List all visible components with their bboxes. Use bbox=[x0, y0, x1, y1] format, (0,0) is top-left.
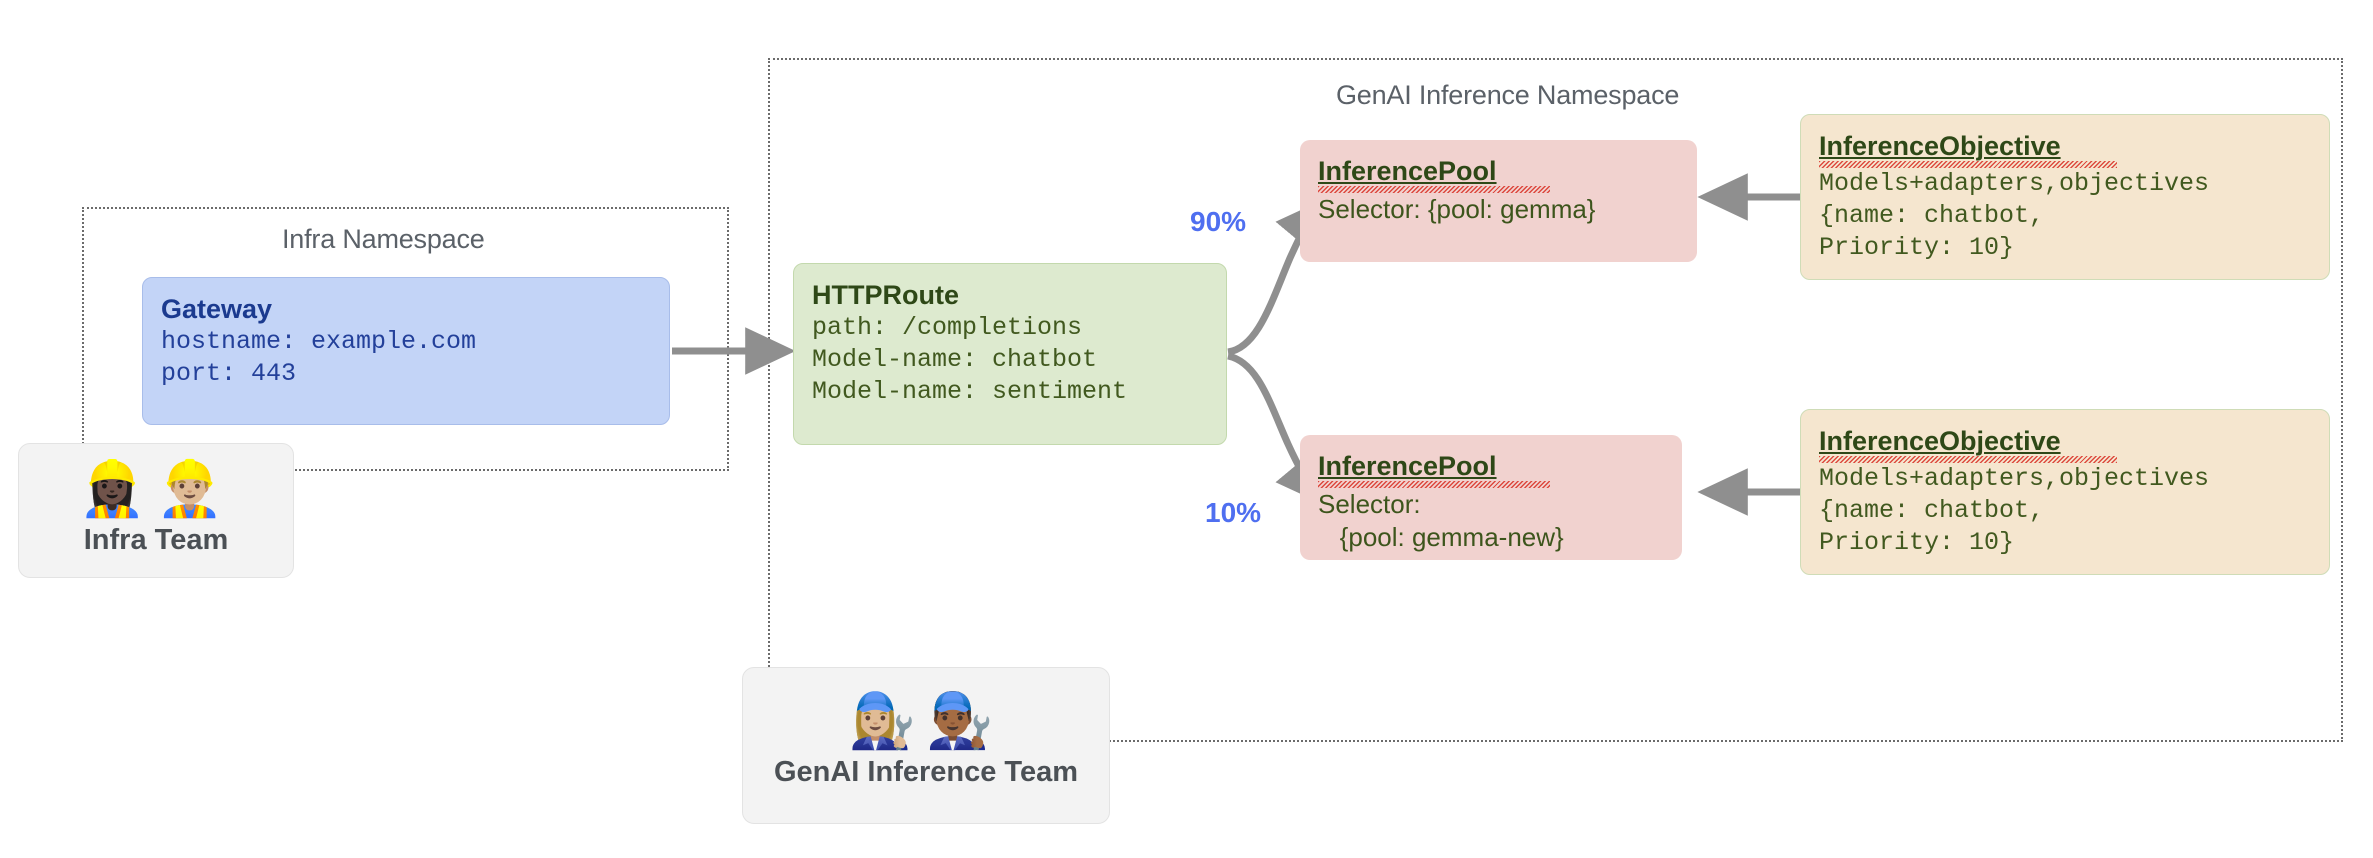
infra-team-avatar: 👷🏿‍♀️👷🏼‍♂️ bbox=[78, 459, 234, 519]
inferencepool-gemma-new-node[interactable]: InferencePool Selector: {pool: gemma-new… bbox=[1300, 435, 1682, 560]
inferencepool-gemma-new-selector: Selector: bbox=[1318, 489, 1421, 519]
spellcheck-underline-icon bbox=[1318, 481, 1550, 488]
gateway-node[interactable]: Gateway hostname: example.com port: 443 bbox=[142, 277, 670, 425]
weight-label-10: 10% bbox=[1205, 497, 1262, 528]
inferenceobjective-bottom-priority: Priority: 10} bbox=[1819, 528, 2015, 557]
spellcheck-underline-icon bbox=[1819, 456, 2117, 463]
gateway-title: Gateway bbox=[161, 294, 273, 324]
gateway-port: port: 443 bbox=[161, 359, 297, 388]
inferenceobjective-top-node[interactable]: InferenceObjective Models+adapters,objec… bbox=[1800, 114, 2330, 280]
infra-team-label: Infra Team bbox=[83, 524, 229, 556]
infra-namespace-title: Infra Namespace bbox=[282, 224, 485, 254]
genai-team-avatar: 👩🏼‍🔧👨🏾‍🔧 bbox=[848, 691, 1004, 751]
inferenceobjective-top-title: InferenceObjective bbox=[1819, 131, 2061, 161]
genai-namespace-boundary bbox=[768, 58, 2343, 742]
httproute-path: path: /completions bbox=[812, 313, 1083, 342]
gateway-hostname: hostname: example.com bbox=[161, 327, 477, 356]
weight-label-90: 90% bbox=[1190, 206, 1247, 237]
inferenceobjective-bottom-models: Models+adapters,objectives bbox=[1819, 464, 2210, 493]
inferencepool-gemma-node[interactable]: InferencePool Selector: {pool: gemma} bbox=[1300, 140, 1697, 262]
inferenceobjective-bottom-name: {name: chatbot, bbox=[1819, 496, 2045, 525]
httproute-title: HTTPRoute bbox=[812, 280, 959, 310]
inferenceobjective-top-priority: Priority: 10} bbox=[1819, 233, 2015, 262]
spellcheck-underline-icon bbox=[1318, 186, 1550, 193]
httproute-model-name-chatbot: Model-name: chatbot bbox=[812, 345, 1098, 374]
inferenceobjective-top-name: {name: chatbot, bbox=[1819, 201, 2045, 230]
httproute-model-name-sentiment: Model-name: sentiment bbox=[812, 377, 1128, 406]
infra-team-card[interactable]: 👷🏿‍♀️👷🏼‍♂️ Infra Team bbox=[18, 443, 294, 578]
infra-namespace-boundary bbox=[82, 207, 729, 471]
spellcheck-underline-icon bbox=[1819, 161, 2117, 168]
httproute-node[interactable]: HTTPRoute path: /completions Model-name:… bbox=[793, 263, 1227, 445]
inferencepool-gemma-new-selector-value: {pool: gemma-new} bbox=[1318, 522, 1564, 552]
inferenceobjective-bottom-node[interactable]: InferenceObjective Models+adapters,objec… bbox=[1800, 409, 2330, 575]
genai-team-card[interactable]: 👩🏼‍🔧👨🏾‍🔧 GenAI Inference Team bbox=[742, 667, 1110, 824]
genai-team-label: GenAI Inference Team bbox=[773, 756, 1079, 788]
inferencepool-gemma-selector: Selector: {pool: gemma} bbox=[1318, 194, 1596, 224]
inferenceobjective-top-models: Models+adapters,objectives bbox=[1819, 169, 2210, 198]
inferencepool-gemma-title: InferencePool bbox=[1318, 156, 1497, 186]
genai-namespace-title: GenAI Inference Namespace bbox=[1336, 80, 1680, 110]
inferenceobjective-bottom-title: InferenceObjective bbox=[1819, 426, 2061, 456]
inferencepool-gemma-new-title: InferencePool bbox=[1318, 451, 1497, 481]
